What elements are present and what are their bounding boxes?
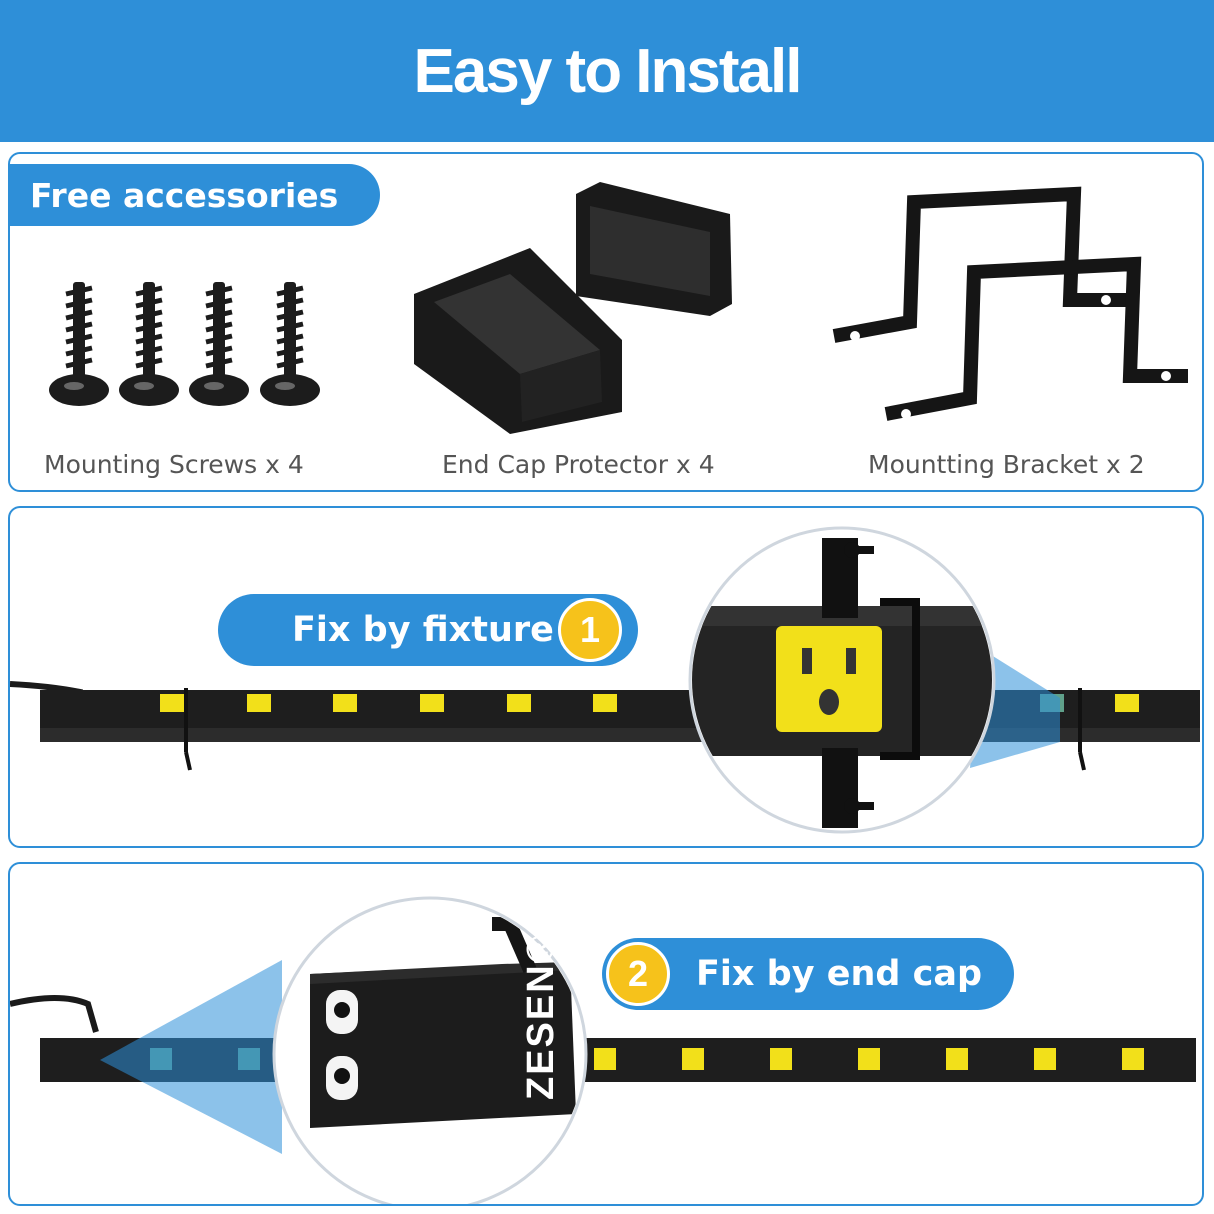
screw-1 [49,282,109,406]
fixture-method-panel: Fix by fixture 1 [8,506,1204,848]
power-cord [10,995,99,1033]
accessories-illustration [49,182,1188,434]
accessories-panel: Free accessories [8,152,1204,492]
screw-3 [189,282,249,406]
screw-2 [119,282,179,406]
bracket-image [832,186,1188,421]
header-banner: Easy to Install [0,0,1214,142]
step-2-badge: 2 [606,942,670,1006]
caption-mounting-screws: Mounting Screws x 4 [44,450,304,479]
screw-4 [260,282,320,406]
zoom-end-cap [310,962,576,1128]
step-1-badge: 1 [558,598,622,662]
page-title: Easy to Install [413,36,803,106]
zoom-beam [100,960,282,1154]
fixture-illustration [10,526,1200,834]
fix-by-endcap-label: Fix by end cap [602,938,1014,1010]
zoom-outlet [776,626,882,732]
outlets-row [160,694,1139,712]
caption-bracket: Mountting Bracket x 2 [868,450,1145,479]
zoom-screws [844,542,874,814]
free-accessories-badge: Free accessories [10,164,380,226]
screws-image [49,282,320,406]
outlets-row [594,1048,1144,1070]
endcap-method-panel: ZESEN® Fix by end cap 2 [8,862,1204,1206]
caption-end-cap: End Cap Protector x 4 [442,450,715,479]
end-cap-image [414,182,732,434]
zesen-logo: ZESEN® [520,933,562,1100]
endcap-illustration [10,896,1196,1204]
